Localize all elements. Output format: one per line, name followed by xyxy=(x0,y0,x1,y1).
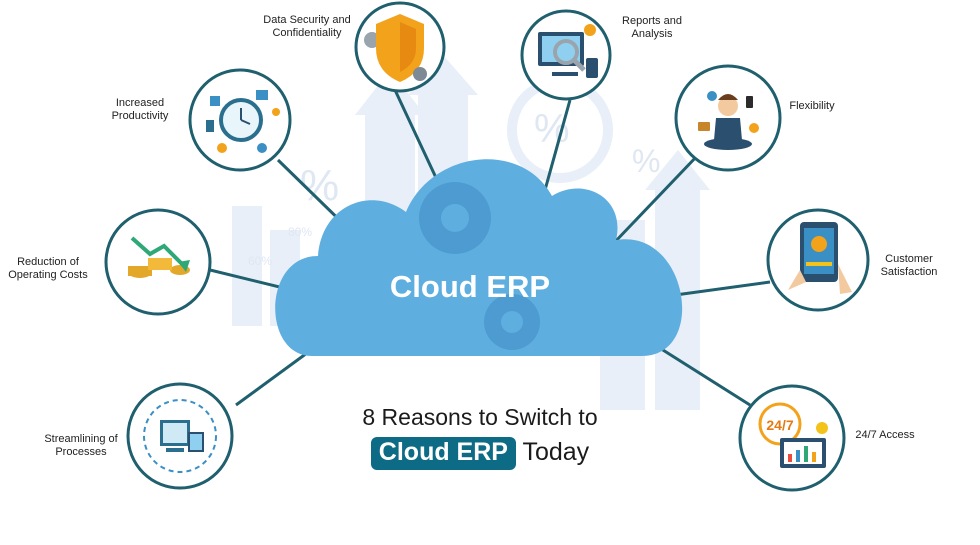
clock-24-7-icon: 24/7 xyxy=(758,402,828,468)
reason-label-flexibility: Flexibility xyxy=(789,100,835,112)
reason-label-data-security: Data Security and Confidentiality xyxy=(263,14,351,39)
heading-line-2: Cloud ERP Today xyxy=(300,437,660,470)
reason-node-streamlining-processes xyxy=(126,382,234,490)
reason-node-reduction-costs xyxy=(104,208,212,316)
cloud-erp-highlight: Cloud ERP xyxy=(370,437,516,470)
tablet-rating-icon xyxy=(788,222,852,294)
bg-percent-4: 60% xyxy=(248,254,272,268)
meditating-person-icon xyxy=(698,91,759,150)
reason-node-data-security xyxy=(354,1,446,93)
reason-label-reports-analysis: Reports and Analysis xyxy=(622,15,682,40)
reason-label-streamlining-processes: Streamlining of Processes xyxy=(44,433,118,458)
heading-suffix: Today xyxy=(522,438,590,466)
reason-node-increased-productivity xyxy=(188,68,292,172)
clock-productivity-icon xyxy=(206,90,280,153)
cloud-erp-label: Cloud ERP xyxy=(390,269,550,304)
reason-label-customer-satisfaction: Customer Satisfaction xyxy=(880,253,938,278)
svg-text:24/7: 24/7 xyxy=(766,417,793,433)
reason-label-access-24-7: 24/7 Access xyxy=(855,429,915,441)
bg-percent-3: % xyxy=(632,143,660,179)
heading-line-1: 8 Reasons to Switch to xyxy=(362,404,598,430)
report-analysis-icon xyxy=(538,24,598,78)
coins-down-icon xyxy=(128,236,190,278)
bg-percent-5: 80% xyxy=(288,225,312,239)
bg-percent-2: % xyxy=(534,107,570,151)
shield-icon xyxy=(364,14,427,82)
reason-label-increased-productivity: Increased Productivity xyxy=(111,97,169,122)
cloud-erp-hub: Cloud ERP xyxy=(275,159,683,356)
reason-label-reduction-costs: Reduction of Operating Costs xyxy=(8,256,88,281)
background-percent-labels: % % % 60% 80% xyxy=(248,107,660,268)
diagram-heading: 8 Reasons to Switch to Cloud ERP Today xyxy=(300,404,660,470)
reason-node-reports-analysis xyxy=(520,9,612,101)
reason-node-customer-satisfaction xyxy=(766,208,870,312)
reason-node-flexibility xyxy=(674,64,782,172)
reason-node-access-24-7: 24/7 xyxy=(738,384,846,492)
document-sync-icon xyxy=(143,399,217,473)
